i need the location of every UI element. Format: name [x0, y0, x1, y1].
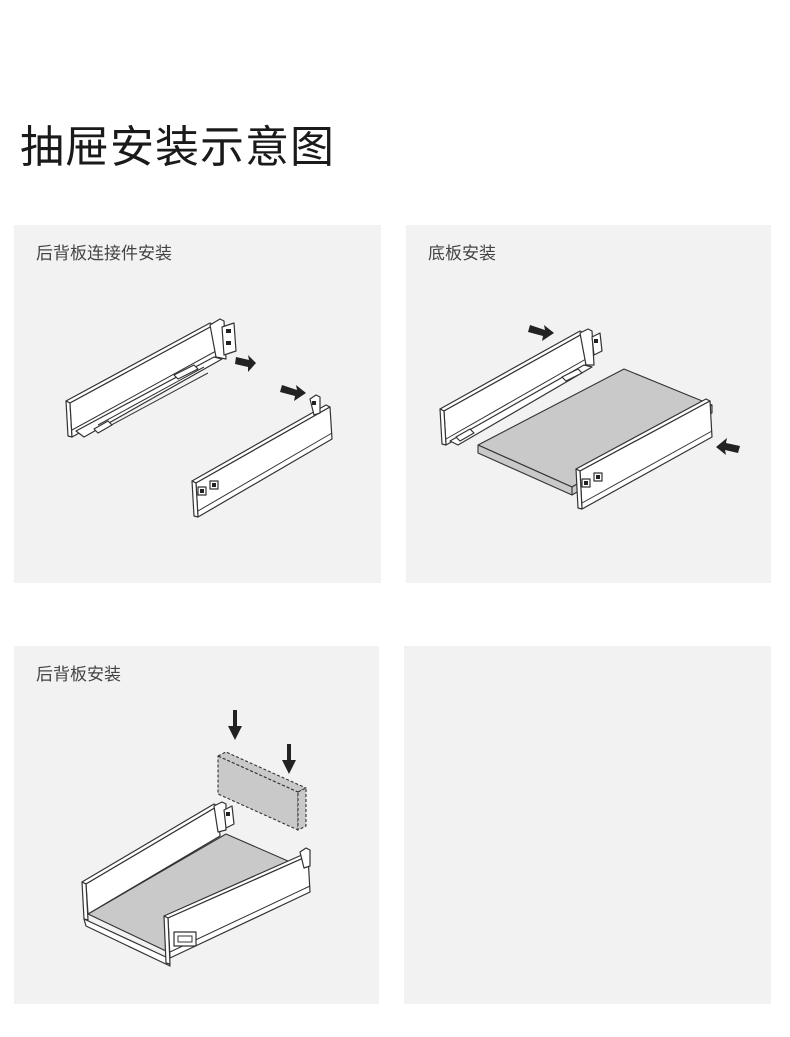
rear-connector-illustration: [65, 318, 333, 518]
bottom-install-illustration: [439, 325, 740, 510]
page-title: 抽屉安装示意图: [20, 122, 335, 173]
panel-bottom-install: 底板安装: [406, 225, 771, 583]
back-install-illustration: [81, 710, 311, 967]
panel-rear-connector: 后背板连接件安装: [14, 225, 381, 583]
panel-label: 后背板连接件安装: [36, 244, 172, 264]
panel-label: 后背板安装: [36, 665, 121, 685]
panel-back-install: 后背板安装: [14, 646, 379, 1004]
panel-empty: [404, 646, 771, 1004]
panel-label: 底板安装: [428, 244, 496, 264]
